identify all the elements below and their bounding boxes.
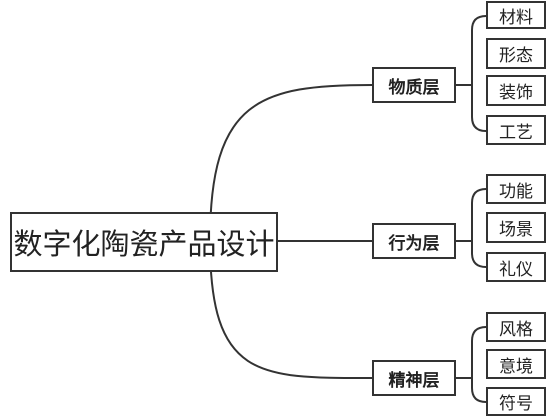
- root-node: 数字化陶瓷产品设计: [10, 212, 278, 272]
- leaf-node-behavior-scene: 场景: [486, 212, 546, 243]
- leaf-node-spiritual-symbol: 符号: [486, 387, 546, 416]
- root-to-spiritual-connector: [209, 240, 373, 380]
- leaf-node-spiritual-style: 风格: [486, 312, 546, 342]
- root-to-material-connector: [209, 84, 373, 242]
- leaf-node-behavior-function: 功能: [486, 174, 546, 204]
- layer-node-behavior: 行为层: [372, 223, 456, 259]
- leaf-node-material-craft: 工艺: [486, 115, 546, 145]
- leaf-node-spiritual-mood: 意境: [486, 349, 546, 379]
- material-bracket: [471, 15, 487, 132]
- layer-node-spiritual: 精神层: [372, 360, 456, 396]
- spiritual-bracket: [471, 326, 487, 403]
- leaf-node-material-form: 形态: [486, 38, 546, 69]
- leaf-node-material-decoration: 装饰: [486, 75, 546, 106]
- leaf-node-material-materials: 材料: [486, 1, 546, 29]
- layer-node-material: 物质层: [372, 67, 456, 103]
- leaf-node-behavior-etiquette: 礼仪: [486, 252, 546, 282]
- behavior-bracket: [471, 188, 487, 268]
